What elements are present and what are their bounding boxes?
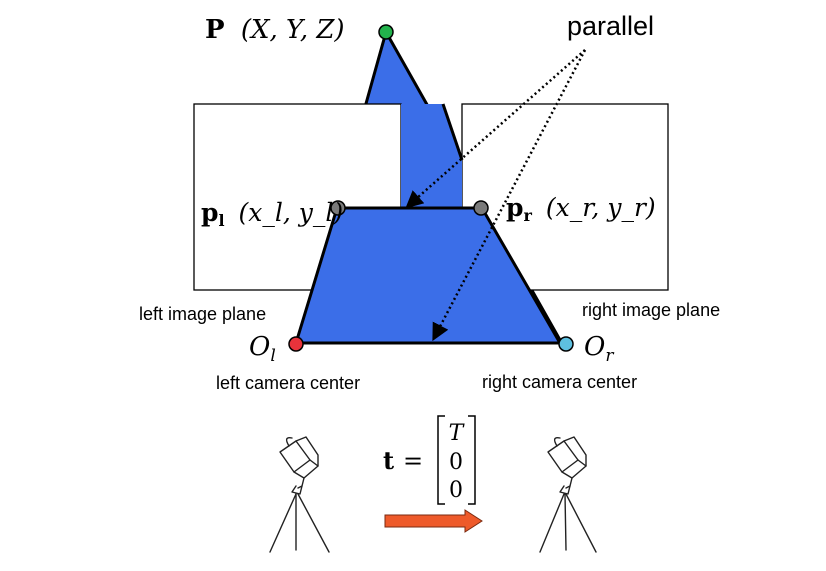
world-point-marker <box>378 24 394 40</box>
ray-right-upper <box>441 103 464 161</box>
right-camera-center-marker <box>558 336 574 352</box>
parallel-arrow-top <box>405 49 586 209</box>
vector-entry-1: T <box>449 421 466 446</box>
left-image-plane-label: left image plane <box>139 304 266 324</box>
right-image-point-marker <box>473 200 489 216</box>
parallel-arrow-bottom <box>432 49 587 342</box>
vector-entry-3: 0 <box>449 478 463 503</box>
left-image-point-marker <box>330 200 346 216</box>
left-camera-center-marker <box>288 336 304 352</box>
translation-symbol: t <box>383 446 394 475</box>
right-image-plane-label: right image plane <box>582 300 720 320</box>
left-camera-center-label: left camera center <box>216 373 360 393</box>
right-camera-center-label: right camera center <box>482 372 637 392</box>
right-image-point-label: pr (x_r, y_r) <box>506 193 656 227</box>
translation-equals: = <box>403 447 423 475</box>
vector-right-bracket <box>468 415 476 505</box>
right-image-plane <box>461 103 669 291</box>
left-camera-icon <box>269 436 330 553</box>
left-image-point-label: pl (x_l, y_l) <box>201 198 343 232</box>
right-camera-center-symbol: Or <box>584 332 614 366</box>
vector-left-bracket <box>437 415 445 505</box>
left-camera-center-symbol: Ol <box>249 332 276 366</box>
right-camera-icon <box>539 436 597 553</box>
translation-arrow <box>384 509 483 533</box>
world-point-label: P (X, Y, Z) <box>205 15 345 45</box>
vector-entry-2: 0 <box>449 450 463 475</box>
parallel-label: parallel <box>567 11 654 41</box>
projection-triangle-gap <box>401 104 462 210</box>
